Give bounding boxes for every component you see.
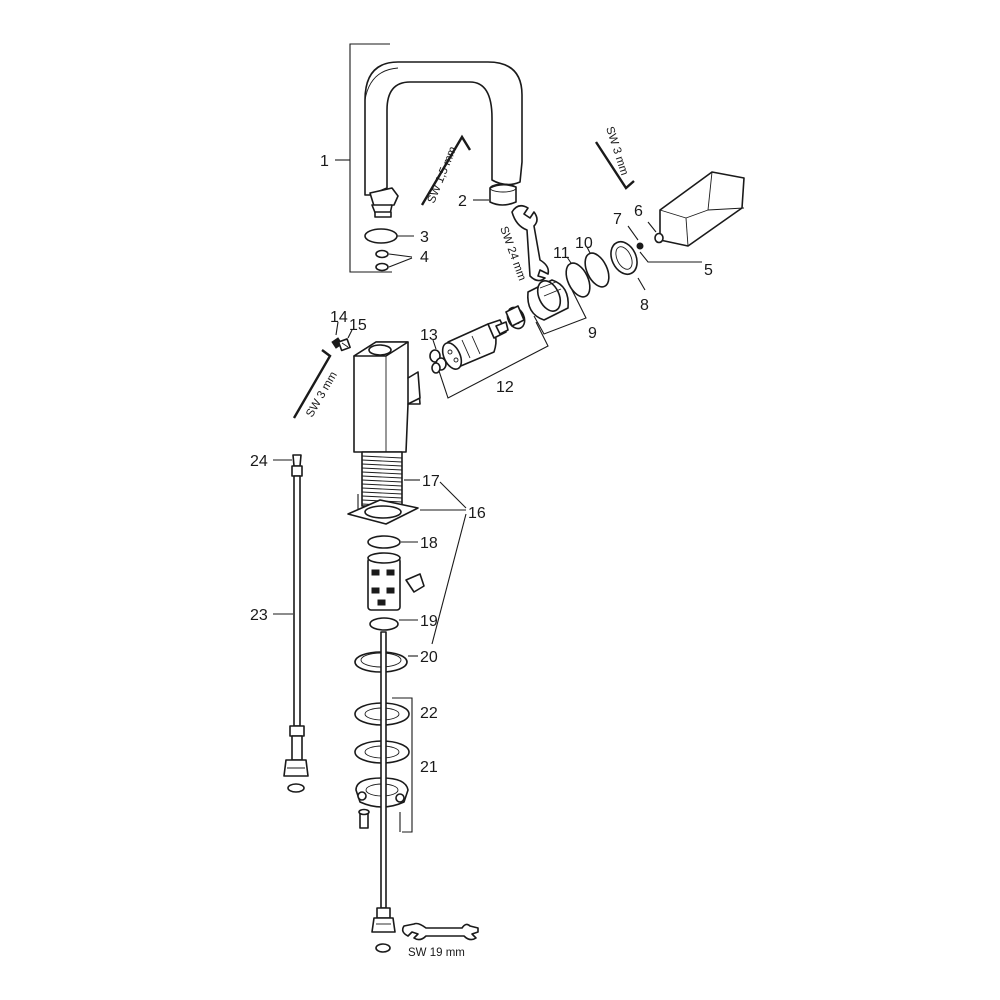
mounting-plate-part bbox=[347, 494, 419, 525]
callout-1: 1 bbox=[320, 153, 329, 170]
o-ring-part-10 bbox=[584, 252, 610, 288]
adapter-nut-part bbox=[505, 305, 526, 330]
threaded-stem-part bbox=[361, 451, 403, 507]
thread-line bbox=[361, 467, 403, 471]
callout-17: 17 bbox=[422, 473, 440, 490]
screw-part-15 bbox=[337, 338, 351, 352]
o-ring-part-18 bbox=[367, 535, 401, 549]
o-ring-part-4a bbox=[375, 249, 389, 259]
callout-8: 8 bbox=[640, 297, 649, 314]
spout-part bbox=[364, 61, 523, 218]
callout-7: 7 bbox=[613, 211, 622, 228]
callout-9: 9 bbox=[588, 325, 597, 342]
callout-24: 24 bbox=[250, 453, 268, 470]
o-ring-part-4b bbox=[375, 262, 389, 272]
o-ring-part-3 bbox=[364, 228, 398, 244]
washer-part-bottom-left bbox=[287, 783, 305, 793]
ring-part-19 bbox=[369, 617, 399, 631]
callout-13: 13 bbox=[420, 327, 438, 344]
thread-line bbox=[361, 471, 403, 475]
washer-part-bottom-center bbox=[375, 943, 391, 953]
hex-key-1-5-label: SW 1,5 mm bbox=[426, 145, 460, 205]
callout-22: 22 bbox=[420, 705, 438, 722]
fixing-screw-part bbox=[358, 808, 370, 829]
thread-line bbox=[361, 487, 403, 491]
callout-14: 14 bbox=[330, 309, 348, 326]
supply-hose-left-part bbox=[283, 454, 309, 777]
callout-21: 21 bbox=[420, 759, 438, 776]
hex-key-3-top-label: SW 3 mm bbox=[603, 125, 630, 177]
callout-16: 16 bbox=[468, 505, 486, 522]
check-valve-part bbox=[367, 552, 425, 611]
callout-19: 19 bbox=[420, 613, 438, 630]
thread-line bbox=[361, 491, 403, 495]
callout-bracket-5 bbox=[639, 251, 702, 263]
callout-bracket-21 bbox=[392, 697, 413, 833]
cartridge-part bbox=[441, 319, 509, 370]
set-screw-part-6 bbox=[654, 232, 664, 244]
thread-line bbox=[361, 459, 403, 463]
callout-bracket-9 bbox=[533, 289, 587, 335]
callout-5: 5 bbox=[704, 262, 713, 279]
mixer-body-part bbox=[353, 341, 421, 453]
hex-key-3-left-label: SW 3 mm bbox=[304, 370, 340, 420]
thread-line bbox=[361, 483, 403, 487]
supply-hose-center-part bbox=[371, 631, 396, 933]
callout-3: 3 bbox=[420, 229, 429, 246]
callout-15: 15 bbox=[349, 317, 367, 334]
wrench-19-label: SW 19 mm bbox=[408, 947, 465, 959]
callout-12: 12 bbox=[496, 379, 514, 396]
cover-ring-part bbox=[610, 240, 638, 276]
sleeve-part bbox=[527, 279, 569, 321]
callout-4: 4 bbox=[420, 249, 429, 266]
aerator-part bbox=[489, 183, 517, 206]
hex-key-3-top-tool: SW 3 mm bbox=[594, 125, 635, 190]
set-screw-part-7 bbox=[636, 242, 644, 250]
thread-line bbox=[361, 495, 403, 499]
callout-11: 11 bbox=[553, 245, 570, 262]
thread-line bbox=[361, 463, 403, 467]
callout-bracket-12 bbox=[433, 321, 549, 399]
wrench-24-tool: SW 24 mm bbox=[497, 204, 550, 283]
callout-10: 10 bbox=[575, 235, 593, 252]
callout-18: 18 bbox=[420, 535, 438, 552]
callout-bracket-1 bbox=[349, 43, 392, 273]
callout-2: 2 bbox=[458, 193, 467, 210]
thread-line bbox=[361, 455, 403, 459]
cartridge-seals-part bbox=[429, 349, 447, 374]
callout-23: 23 bbox=[250, 607, 268, 624]
o-ring-part-11 bbox=[565, 262, 591, 298]
thread-line bbox=[361, 479, 403, 483]
callout-6: 6 bbox=[634, 203, 643, 220]
wrench-19-tool: SW 19 mm bbox=[401, 922, 479, 959]
wrench-24-label: SW 24 mm bbox=[497, 225, 528, 283]
callout-20: 20 bbox=[420, 649, 438, 666]
hex-key-3-left-tool: SW 3 mm bbox=[292, 349, 340, 420]
thread-line bbox=[361, 475, 403, 479]
lever-handle-part bbox=[659, 171, 745, 247]
